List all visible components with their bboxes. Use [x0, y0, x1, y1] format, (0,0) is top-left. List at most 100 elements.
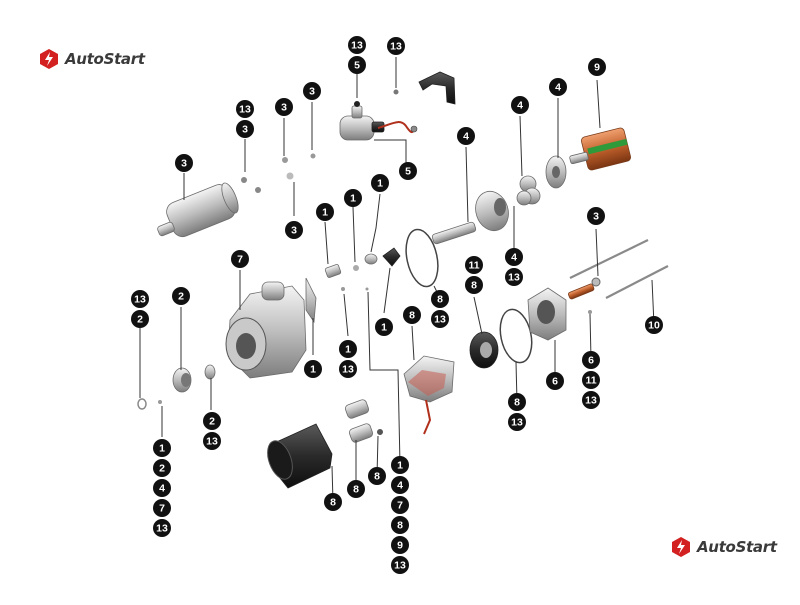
callout-badge: 3 [175, 154, 193, 172]
callout-badge: 7 [153, 499, 171, 517]
callout-badge: 6 [546, 372, 564, 390]
badge-label: 4 [159, 483, 165, 495]
badge-circle [368, 467, 386, 485]
badge-label: 2 [159, 463, 165, 475]
badge-circle [465, 256, 483, 274]
badge-label: 13 [585, 395, 597, 407]
badge-label: 11 [585, 375, 596, 387]
callout-armature: 9 [588, 58, 606, 76]
callout-badge: 4 [457, 127, 475, 145]
callout-brush-clip-b: 8 [368, 467, 386, 485]
badge-circle [391, 516, 409, 534]
brand-logo-bottom: AutoStart [670, 536, 777, 558]
solenoid-screws-part [282, 153, 316, 180]
badge-circle [465, 276, 483, 294]
autostart-logo-icon [40, 49, 58, 69]
badge-label: 6 [588, 355, 594, 367]
badge-circle [431, 290, 449, 308]
callout-badge: 11 [465, 256, 483, 274]
callout-ring-gear-plate: 4 [549, 78, 567, 96]
badge-circle [131, 290, 149, 308]
badge-label: 3 [291, 225, 297, 237]
badge-label: 1 [377, 178, 383, 190]
badge-label: 8 [330, 497, 336, 509]
main-solenoid-part [157, 177, 261, 238]
badge-circle [391, 476, 409, 494]
callout-lever-pivot: 113 [339, 340, 357, 378]
callout-badge: 1 [371, 174, 389, 192]
callout-badge: 3 [303, 82, 321, 100]
badge-circle [339, 340, 357, 358]
badge-label: 13 [342, 364, 354, 376]
callout-end-cap-screws: 6 11 13 [582, 351, 600, 409]
callout-badge: 3 [285, 221, 303, 239]
callout-drive-end-housing: 7 [231, 250, 249, 268]
badge-label: 10 [648, 320, 660, 332]
small-clips-part [137, 398, 162, 410]
badge-circle [546, 372, 564, 390]
badge-label: 8 [409, 310, 415, 322]
callout-planetary-gear: 4 [511, 96, 529, 114]
badge-label: 13 [156, 523, 168, 535]
badge-circle [172, 287, 190, 305]
callout-badge: 8 [347, 480, 365, 498]
badge-label: 8 [353, 484, 359, 496]
badge-label: 3 [309, 86, 315, 98]
badge-circle [275, 98, 293, 116]
callout-badge: 13 [431, 310, 449, 328]
ring-gear-plate-part [545, 155, 567, 189]
badge-label: 13 [508, 272, 520, 284]
badge-label: 4 [397, 480, 403, 492]
badge-circle [511, 96, 529, 114]
badge-circle [505, 268, 523, 286]
badge-label: 8 [374, 471, 380, 483]
end-cap-part [527, 287, 567, 341]
badge-label: 6 [552, 376, 558, 388]
terminal-nut-part [393, 89, 399, 95]
callout-badge: 5 [399, 162, 417, 180]
callout-field-oring: 813 [431, 290, 449, 328]
callout-badge: 2 [153, 459, 171, 477]
callout-pinion-spring: 213 [203, 412, 221, 450]
badge-circle [285, 221, 303, 239]
solenoid-cap-part [418, 71, 456, 105]
callout-badge: 13 [508, 413, 526, 431]
brand-name: AutoStart [65, 50, 145, 68]
callout-solenoid-screw-b: 3 [275, 98, 293, 116]
badge-circle [399, 162, 417, 180]
badge-circle [304, 360, 322, 378]
callout-solenoid-screw-a: 133 [236, 100, 254, 138]
callout-solenoid-cap: 5 [399, 162, 417, 180]
badge-circle [316, 203, 334, 221]
badge-circle [387, 37, 405, 55]
badge-circle [549, 78, 567, 96]
callout-end-cap: 6 [546, 372, 564, 390]
callout-badge: 13 [131, 290, 149, 308]
badge-label: 3 [593, 211, 599, 223]
badge-circle [153, 439, 171, 457]
callout-shift-fork: 1 [304, 360, 322, 378]
badge-circle [391, 536, 409, 554]
callout-badge: 4 [153, 479, 171, 497]
badge-label: 13 [390, 41, 402, 53]
callout-badge: 8 [324, 493, 342, 511]
callout-badge: 3 [587, 207, 605, 225]
badge-circle [391, 496, 409, 514]
badge-circle [582, 351, 600, 369]
badge-label: 13 [351, 40, 363, 52]
drive-end-housing-part [225, 281, 307, 379]
callout-badge: 8 [403, 306, 421, 324]
badge-circle [582, 371, 600, 389]
callout-brush-clip-a: 8 [347, 480, 365, 498]
badge-circle [508, 393, 526, 411]
badge-label: 1 [397, 460, 403, 472]
badge-label: 13 [394, 560, 406, 572]
callout-badge: 13 [153, 519, 171, 537]
badge-label: 3 [181, 158, 187, 170]
badge-label: 8 [437, 294, 443, 306]
badge-label: 3 [281, 102, 287, 114]
badge-circle [324, 493, 342, 511]
callout-yoke: 8 [324, 493, 342, 511]
